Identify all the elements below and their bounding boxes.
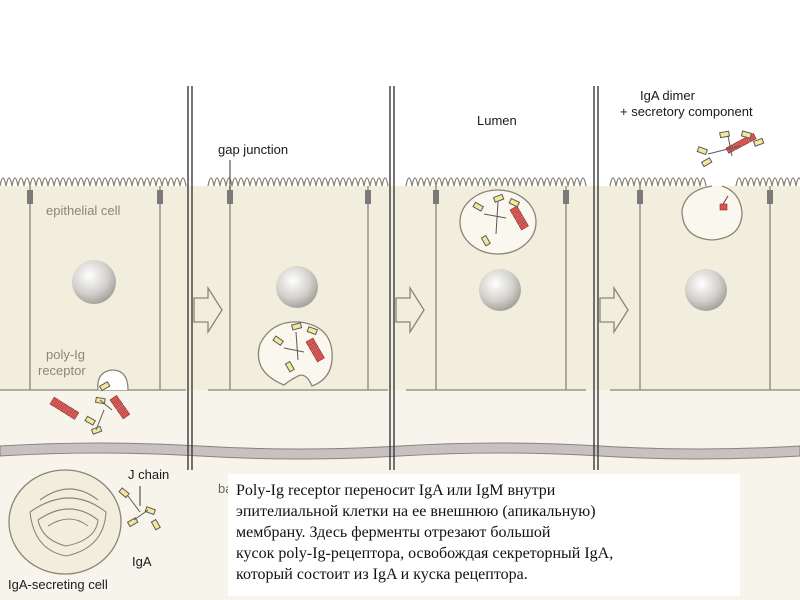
iga-secreting-cell [8, 469, 122, 575]
caption-line-1: Poly-Ig receptor переносит IgA или IgM в… [236, 482, 556, 499]
gap-junction-label: gap junction [218, 142, 289, 157]
iga-label: IgA [132, 554, 152, 569]
free-poly-ig-receptor [49, 396, 80, 420]
tight-junctions [27, 190, 773, 204]
caption-box: Poly-Ig receptor переносит IgA или IgM в… [228, 474, 740, 596]
caption-line-2: эпителиальной клетки на ее внешнюю (апик… [236, 503, 596, 520]
iga-dimer-label-2: + secretory component [620, 104, 753, 119]
panel-dividers [187, 86, 599, 470]
step-arrows [193, 285, 629, 335]
nucleus-4 [685, 269, 727, 311]
iga-receptor-complex-3 [472, 193, 529, 247]
nucleus-3 [479, 269, 521, 311]
nucleus-2 [276, 266, 318, 308]
secretory-iga-dimer [696, 130, 765, 168]
nucleus-1 [72, 260, 116, 304]
lumen-label: Lumen [477, 113, 517, 128]
microvilli-border [0, 177, 800, 187]
caption-line-3: мембрану. Здесь ферменты отрезают большо… [236, 524, 551, 541]
caption-line-4: кусок poly-Ig-рецептора, освобождая секр… [236, 545, 614, 562]
poly-ig-receptor-label-1: poly-Ig [46, 347, 86, 362]
receptor-stub-4 [719, 195, 729, 211]
iga-dimer-label-1: IgA dimer [640, 88, 695, 103]
epithelial-layer [0, 186, 800, 390]
epithelial-cell-label: epithelial cell [46, 203, 121, 218]
iga-receptor-complex-2 [272, 322, 325, 373]
cell-boundaries [0, 186, 800, 391]
secreted-iga [118, 487, 161, 531]
exocytic-vesicle-4 [681, 185, 743, 241]
basal-lamina [0, 442, 800, 460]
iga-secreting-cell-label: IgA-secreting cell [8, 577, 108, 592]
iga-receptor-complex-1 [84, 381, 131, 435]
j-chain-label: J chain [128, 467, 170, 482]
poly-ig-receptor-label-2: receptor [38, 363, 86, 378]
caption-line-5: который состоит из IgA и куска рецептора… [236, 566, 528, 583]
